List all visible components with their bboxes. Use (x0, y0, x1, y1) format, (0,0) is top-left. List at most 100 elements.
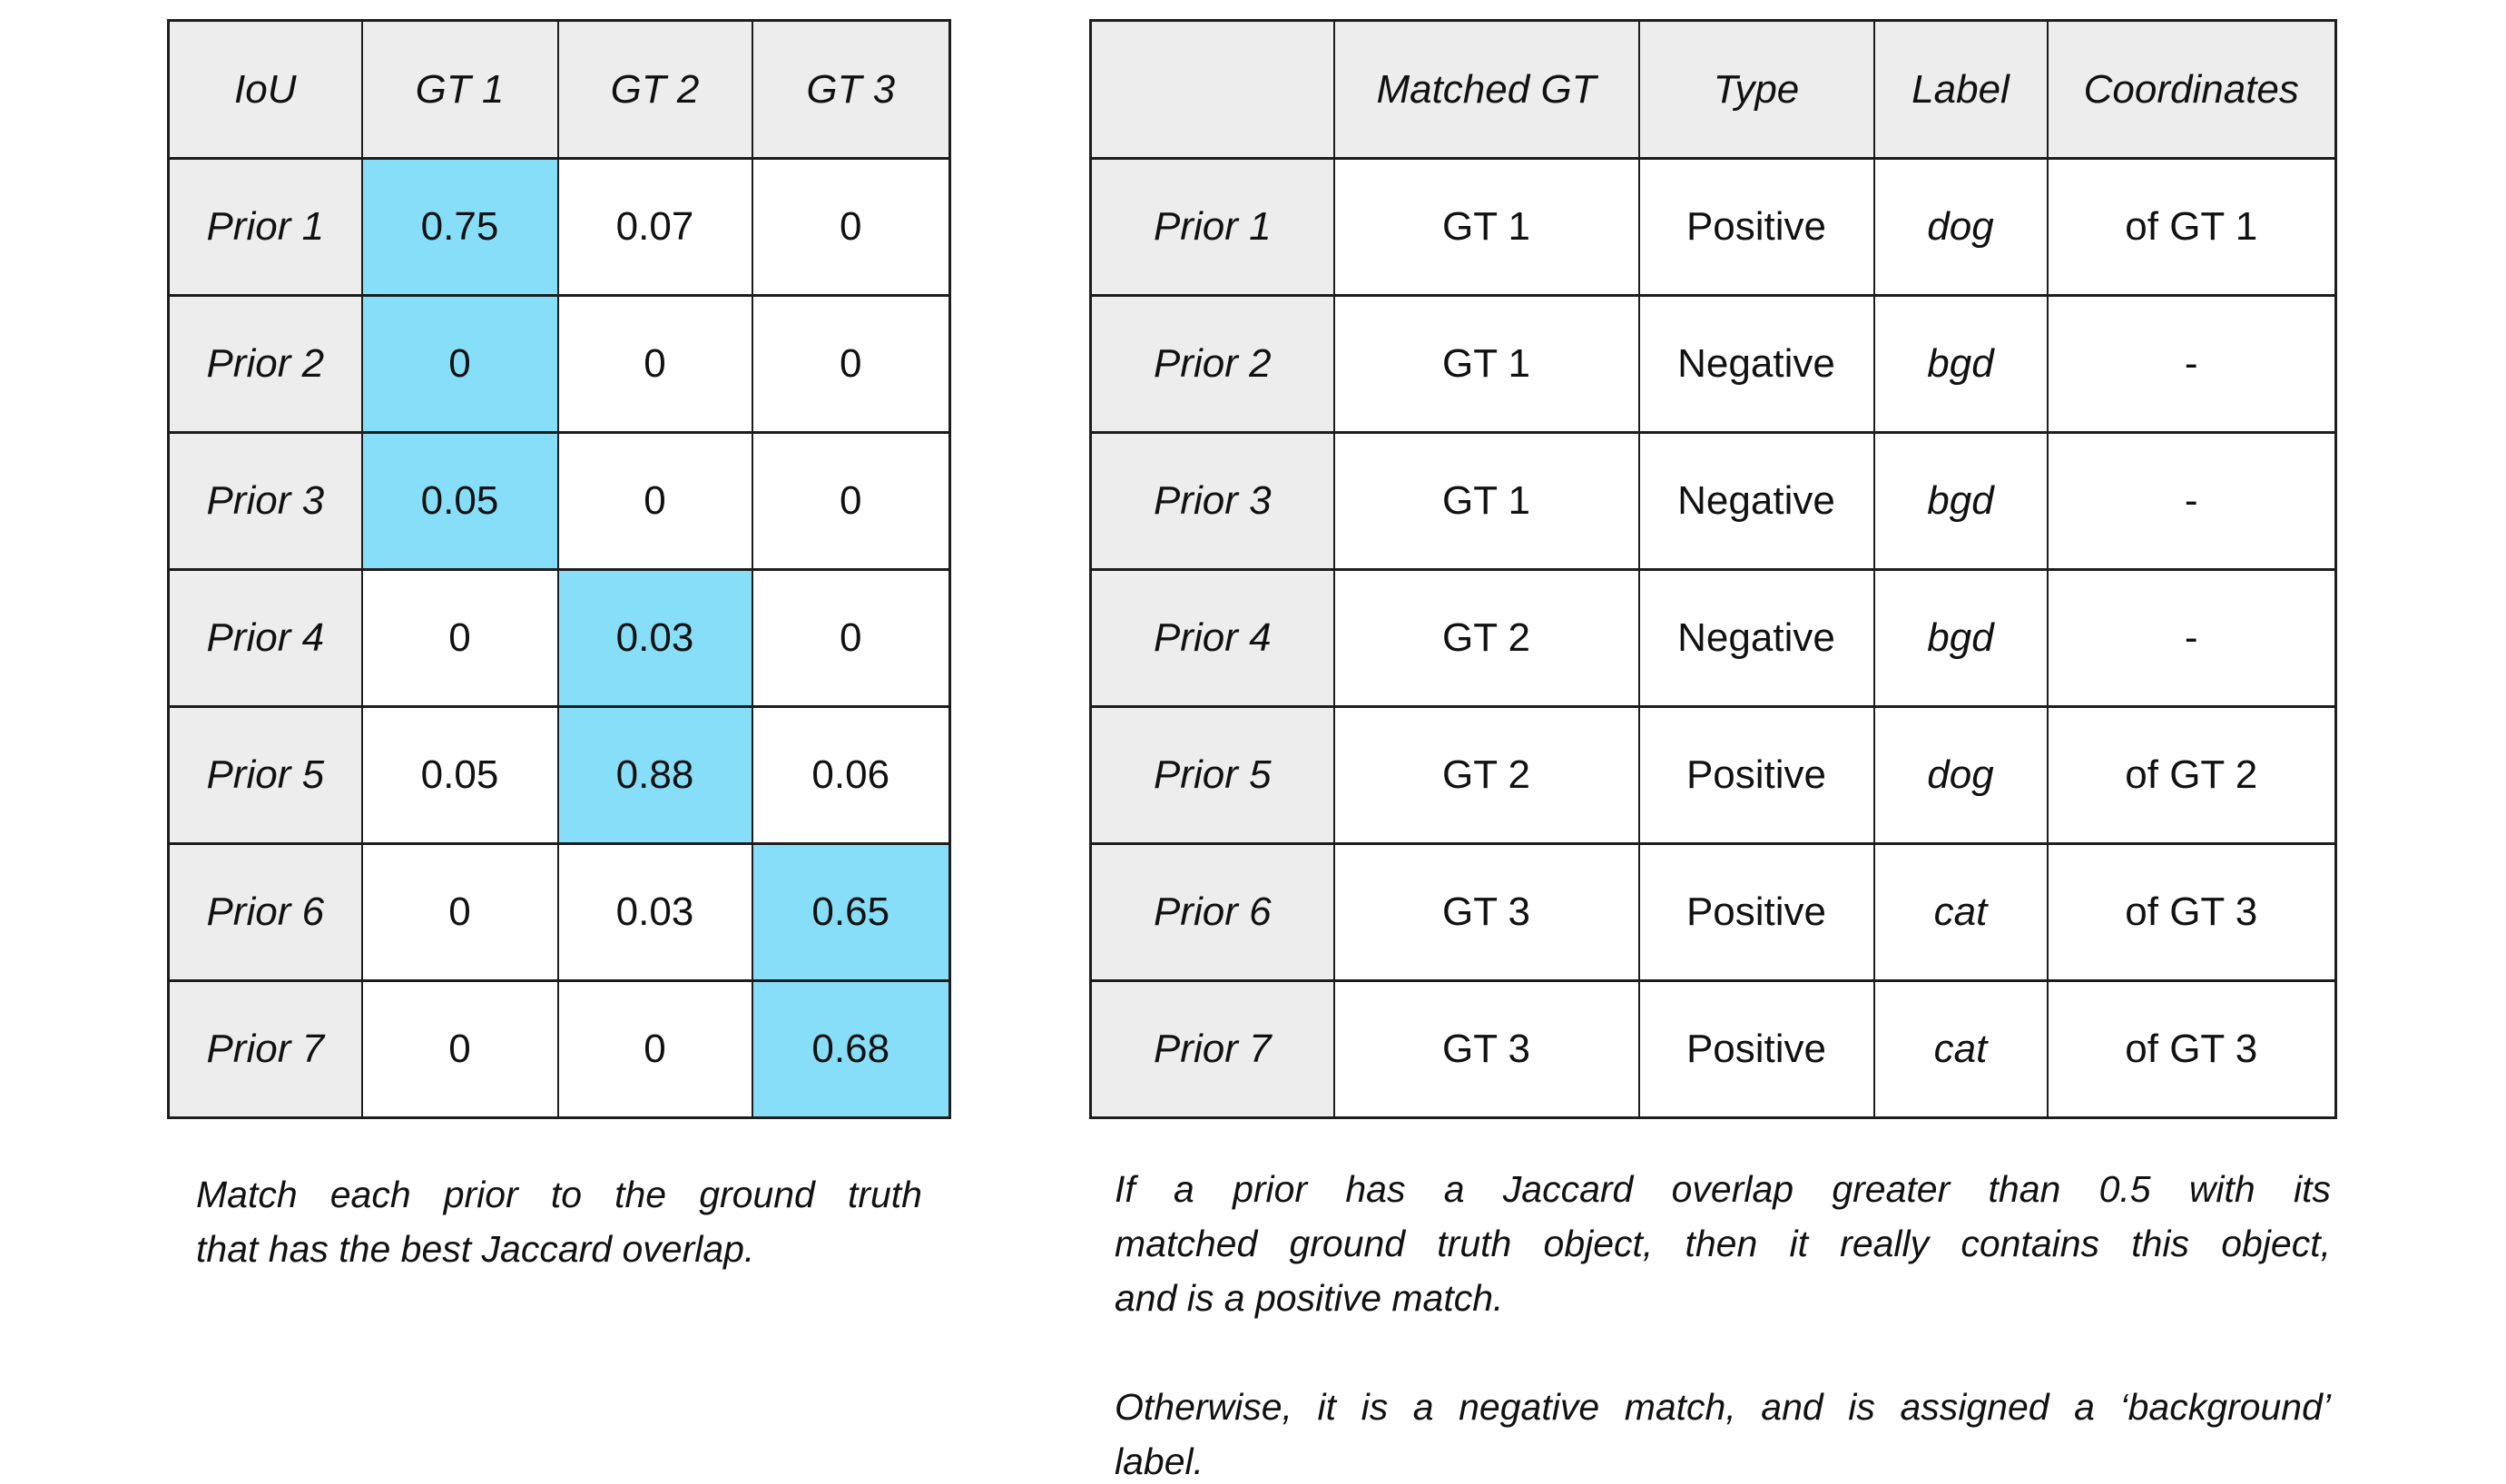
match-cell-class-label: dog (1872, 157, 2049, 297)
match-cell-matched-gt: GT 3 (1332, 842, 1640, 982)
iou-cell: 0 (751, 431, 951, 571)
match-cell-class-label: cat (1872, 842, 2049, 982)
caption-line: matched ground truth object, then it rea… (1115, 1223, 2331, 1264)
caption-paragraph: Otherwise, it is a negative match, and i… (1115, 1380, 2331, 1484)
caption-line: If a prior has a Jaccard overlap greater… (1115, 1168, 2331, 1210)
iou-header-cell: IoU (167, 19, 363, 160)
iou-cell: 0.07 (556, 157, 753, 297)
iou-cell: 0.65 (751, 842, 951, 982)
match-cell-type: Negative (1637, 294, 1875, 434)
match-header-cell: Matched GT (1332, 19, 1640, 160)
iou-cell: 0 (360, 842, 559, 982)
iou-row-label: Prior 2 (167, 294, 363, 434)
match-cell-coordinates: - (2046, 568, 2337, 708)
iou-cell: 0.05 (360, 705, 559, 845)
match-cell-matched-gt: GT 3 (1332, 979, 1640, 1119)
match-cell-class-label: dog (1872, 705, 2049, 845)
iou-cell: 0 (751, 157, 951, 297)
match-cell-class-label: cat (1872, 979, 2049, 1119)
match-cell-matched-gt: GT 1 (1332, 431, 1640, 571)
match-cell-class-label: bgd (1872, 568, 2049, 708)
match-cell-type: Positive (1637, 842, 1875, 982)
match-cell-class-label: bgd (1872, 431, 2049, 571)
iou-row-label: Prior 4 (167, 568, 363, 708)
iou-row-label: Prior 3 (167, 431, 363, 571)
iou-cell: 0 (751, 568, 951, 708)
match-row-label: Prior 2 (1089, 294, 1335, 434)
iou-cell: 0 (556, 431, 753, 571)
iou-row-label: Prior 7 (167, 979, 363, 1119)
match-cell-coordinates: - (2046, 431, 2337, 571)
match-header-cell: Type (1637, 19, 1875, 160)
match-cell-type: Positive (1637, 157, 1875, 297)
match-cell-class-label: bgd (1872, 294, 2049, 434)
iou-row-label: Prior 1 (167, 157, 363, 297)
match-cell-coordinates: of GT 1 (2046, 157, 2337, 297)
caption-line: Otherwise, it is a negative match, and i… (1115, 1386, 2331, 1428)
iou-cell: 0 (556, 294, 753, 434)
match-row-label: Prior 4 (1089, 568, 1335, 708)
caption-line: that has the best Jaccard overlap. (196, 1228, 755, 1270)
match-row-label: Prior 1 (1089, 157, 1335, 297)
iou-caption: Match each prior to the ground truth that… (196, 1167, 922, 1276)
iou-cell: 0.75 (360, 157, 559, 297)
match-cell-type: Positive (1637, 979, 1875, 1119)
iou-cell: 0.03 (556, 842, 753, 982)
match-cell-coordinates: - (2046, 294, 2337, 434)
match-row-label: Prior 5 (1089, 705, 1335, 845)
match-row-label: Prior 6 (1089, 842, 1335, 982)
match-cell-type: Negative (1637, 568, 1875, 708)
iou-cell: 0.05 (360, 431, 559, 571)
iou-cell: 0 (360, 979, 559, 1119)
caption-line: Match each prior to the ground truth (196, 1174, 922, 1215)
iou-cell: 0.88 (556, 705, 753, 845)
match-header-cell: Label (1872, 19, 2049, 160)
iou-cell: 0 (556, 979, 753, 1119)
match-cell-matched-gt: GT 1 (1332, 157, 1640, 297)
caption-line: label. (1115, 1440, 1204, 1482)
iou-header-cell: GT 1 (360, 19, 559, 160)
match-cell-type: Positive (1637, 705, 1875, 845)
match-cell-coordinates: of GT 3 (2046, 842, 2337, 982)
match-cell-matched-gt: GT 2 (1332, 568, 1640, 708)
iou-row-label: Prior 5 (167, 705, 363, 845)
iou-header-cell: GT 2 (556, 19, 753, 160)
iou-cell: 0 (360, 294, 559, 434)
match-header-cell: Coordinates (2046, 19, 2337, 160)
iou-cell: 0.68 (751, 979, 951, 1119)
match-cell-type: Negative (1637, 431, 1875, 571)
match-cell-matched-gt: GT 2 (1332, 705, 1640, 845)
match-caption: If a prior has a Jaccard overlap greater… (1115, 1162, 2331, 1484)
match-cell-coordinates: of GT 2 (2046, 705, 2337, 845)
caption-line: and is a positive match. (1115, 1277, 1504, 1319)
match-row-label: Prior 7 (1089, 979, 1335, 1119)
iou-row-label: Prior 6 (167, 842, 363, 982)
match-cell-coordinates: of GT 3 (2046, 979, 2337, 1119)
match-row-label: Prior 3 (1089, 431, 1335, 571)
match-cell-matched-gt: GT 1 (1332, 294, 1640, 434)
iou-cell: 0 (751, 294, 951, 434)
iou-cell: 0.06 (751, 705, 951, 845)
iou-cell: 0 (360, 568, 559, 708)
